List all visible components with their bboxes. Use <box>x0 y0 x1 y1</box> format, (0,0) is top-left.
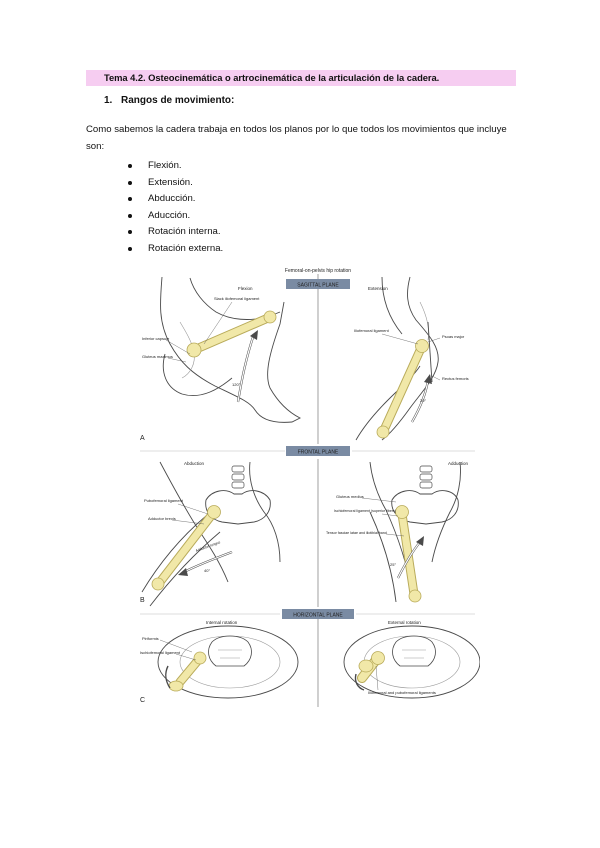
flexion-illustration <box>160 276 302 423</box>
adduction-label: Adduction <box>448 461 469 466</box>
list-item: Rotación interna. <box>128 224 223 241</box>
section-title: Rangos de movimiento: <box>121 95 235 106</box>
title-highlight <box>86 70 516 86</box>
horizontal-plane-label: HORIZONTAL PLANE <box>293 613 343 619</box>
extension-illustration <box>355 276 439 441</box>
bullet-icon <box>128 230 132 235</box>
figure-title: Femoral-on-pelvis hip rotation <box>285 268 351 274</box>
ischiofemoral-ligament-label: Ischiofemoral ligament <box>140 650 181 655</box>
panel-letter-b: B <box>140 597 145 604</box>
extension-angle: 20° <box>420 398 426 403</box>
abduction-illustration <box>141 461 281 607</box>
abduction-angle: 40° <box>204 568 210 573</box>
flexion-angle: 120° <box>232 382 241 387</box>
bullet-icon <box>128 197 132 202</box>
internal-rotation-illustration <box>157 625 299 699</box>
panel-letter-c: C <box>140 697 145 704</box>
bullet-icon <box>128 213 132 218</box>
panel-letter-a: A <box>140 435 145 442</box>
flexion-label: Flexion <box>238 286 253 291</box>
internal-rotation-label: Internal rotation <box>206 620 238 625</box>
extension-label: Extension <box>368 286 388 291</box>
intro-paragraph: Como sabemos la cadera trabaja en todos … <box>86 124 507 152</box>
frontal-plane-box <box>286 446 350 456</box>
frontal-plane-label: FRONTAL PLANE <box>298 450 339 456</box>
gluteus-maximus-label: Gluteus maximus <box>142 354 173 359</box>
section-number: 1. <box>104 95 113 106</box>
bullet-icon <box>128 180 132 185</box>
adduction-illustration <box>369 461 461 603</box>
external-rotation-illustration <box>343 625 480 699</box>
horizontal-plane-box <box>282 609 354 619</box>
adduction-angle: 25° <box>390 562 396 567</box>
list-item: Abducción. <box>128 191 223 208</box>
sagittal-plane-label: SAGITTAL PLANE <box>297 283 339 289</box>
tensor-fasciae-label: Tensor fasciae latae and iliotibial band <box>326 531 387 535</box>
bullet-icon <box>128 246 132 251</box>
hip-motion-illustration: Femoral-on-pelvis hip rotation SAGITTAL … <box>140 268 480 707</box>
list-item: Rotación externa. <box>128 241 223 258</box>
section-heading: 1. Rangos de movimiento: <box>104 95 234 106</box>
ischiofemoral-superior-label: Ischiofemoral ligament (superior fibers) <box>334 509 396 513</box>
piriformis-label: Piriformis <box>142 636 159 641</box>
page-title: Tema 4.2. Osteocinemática o artrocinemát… <box>104 72 440 83</box>
inferior-capsule-label: Inferior capsule <box>142 336 170 341</box>
psoas-major-label: Psoas major <box>442 334 465 339</box>
ilio-pubo-ligaments-label: Iliofemoral and pubofemoral ligaments <box>368 690 436 695</box>
iliofemoral-ligament-label: Iliofemoral ligament <box>354 328 390 333</box>
rectus-femoris-label: Rectus femoris <box>442 376 469 381</box>
abduction-label: Abduction <box>184 461 205 466</box>
gluteus-medius-label: Gluteus medius <box>336 494 364 499</box>
slack-iliofemoral-label: Slack iliofemoral ligament <box>214 296 260 301</box>
external-rotation-label: External rotation <box>388 620 421 625</box>
bullet-icon <box>128 164 132 168</box>
list-item: Extensión. <box>128 175 223 192</box>
sagittal-plane-box <box>286 279 350 289</box>
adductor-brevis-label: Adductor brevis <box>148 516 176 521</box>
list-item: Aducción. <box>128 208 223 225</box>
pubofemoral-ligament-label: Pubofemoral ligament <box>144 498 184 503</box>
list-item: Flexión. <box>128 158 223 175</box>
movement-list: Flexión. Extensión. Abducción. Aducción.… <box>128 158 223 258</box>
hip-motion-figure: Femoral-on-pelvis hip rotation SAGITTAL … <box>120 262 480 712</box>
